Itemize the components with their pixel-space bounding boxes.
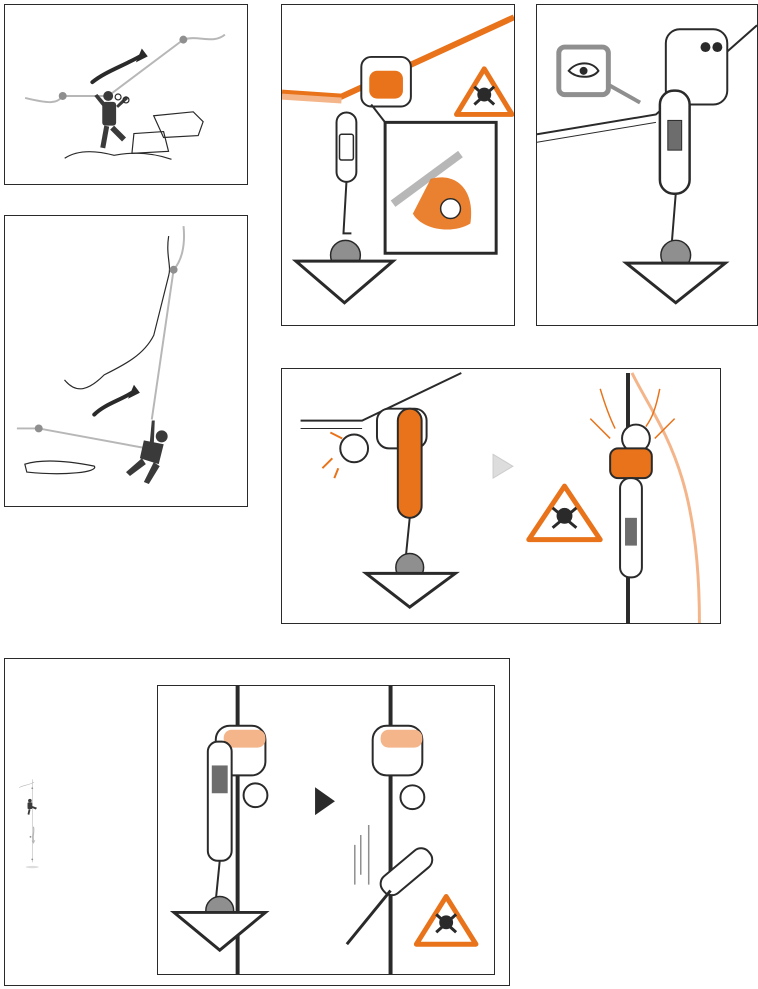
fall-sequence-panel <box>4 658 510 986</box>
traverse-climber-illustration <box>5 5 247 184</box>
overhang-climber-illustration <box>5 216 247 506</box>
overhang-climber-panel <box>4 215 248 507</box>
load-arrow-icon <box>296 261 393 303</box>
fall-sequence-rope-illustration <box>5 659 155 985</box>
load-arrow-icon <box>366 573 455 607</box>
device-inspect-illustration <box>537 5 757 325</box>
fall-sequence-detail-box <box>157 685 495 975</box>
device-inspect-panel <box>536 4 758 326</box>
traverse-climber-panel <box>4 4 248 185</box>
skull-crossbones-warning-icon <box>529 486 600 540</box>
skull-crossbones-warning-icon <box>416 897 476 945</box>
eye-inspect-icon <box>559 47 640 102</box>
device-carabiner-danger-illustration <box>282 369 720 623</box>
device-carabiner-danger-panel <box>281 368 721 624</box>
climber-figure <box>126 421 168 484</box>
device-danger-twist-panel <box>281 4 515 326</box>
load-arrow-icon <box>626 263 725 303</box>
fall-sequence-detail-illustration <box>158 686 494 974</box>
next-step-arrow-icon <box>493 454 513 478</box>
skull-crossbones-warning-icon <box>456 69 512 115</box>
device-danger-twist-illustration <box>282 5 514 325</box>
load-arrow-icon <box>174 912 265 950</box>
next-step-arrow-icon <box>315 787 335 815</box>
